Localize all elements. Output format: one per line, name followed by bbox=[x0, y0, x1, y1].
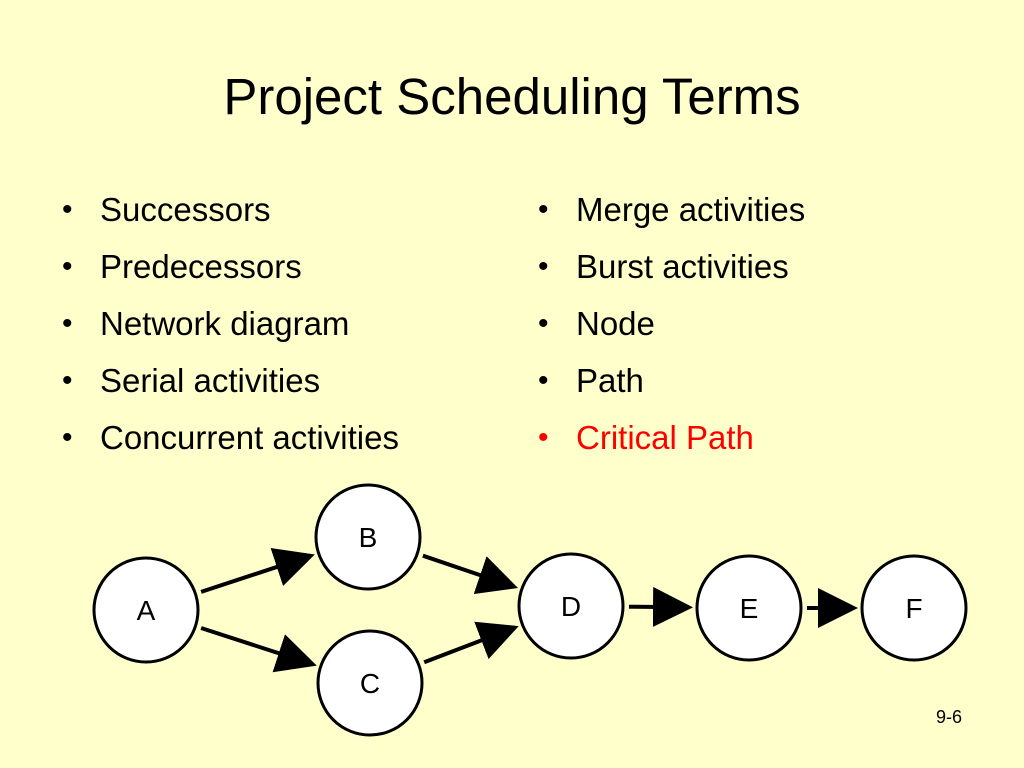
node-d: D bbox=[517, 552, 625, 660]
bullet-icon: • bbox=[538, 193, 549, 226]
bullet-text: Path bbox=[576, 362, 644, 399]
bullet-text: Node bbox=[576, 305, 655, 342]
bullet-icon: • bbox=[62, 193, 73, 226]
edge-c-to-d bbox=[423, 621, 519, 665]
node-d-label: D bbox=[561, 591, 581, 622]
bullet-text: Successors bbox=[100, 191, 271, 228]
slide-page-number: 9-6 bbox=[935, 707, 962, 727]
node-a-label: A bbox=[137, 595, 156, 626]
node-b: B bbox=[314, 483, 422, 591]
bullet-item-serial-activities: • Serial activities bbox=[62, 355, 399, 412]
bullet-item-concurrent-activities: • Concurrent activities bbox=[62, 412, 399, 469]
bullet-item-predecessors: • Predecessors bbox=[62, 241, 399, 298]
bullet-item-node: • Node bbox=[538, 298, 805, 355]
slide-title: Project Scheduling Terms bbox=[223, 68, 801, 125]
node-f: F bbox=[860, 554, 968, 662]
bullet-item-merge-activities: • Merge activities bbox=[538, 184, 805, 241]
bullet-icon: • bbox=[538, 421, 549, 454]
bullet-item-path: • Path bbox=[538, 355, 805, 412]
bullet-item-network-diagram: • Network diagram bbox=[62, 298, 399, 355]
bullet-text: Critical Path bbox=[576, 419, 754, 456]
right-bullet-list: • Merge activities • Burst activities • … bbox=[538, 184, 805, 469]
bullet-text: Network diagram bbox=[100, 305, 350, 342]
bullet-text: Serial activities bbox=[100, 362, 321, 399]
left-bullet-list: • Successors • Predecessors • Network di… bbox=[62, 184, 399, 469]
bullet-icon: • bbox=[62, 421, 73, 454]
edge-d-to-e bbox=[628, 586, 693, 627]
node-c: C bbox=[316, 629, 424, 737]
edge-a-to-c bbox=[200, 626, 317, 673]
node-a: A bbox=[92, 556, 200, 664]
node-e-label: E bbox=[740, 593, 759, 624]
bullet-item-burst-activities: • Burst activities bbox=[538, 241, 805, 298]
bullet-icon: • bbox=[538, 307, 549, 340]
bullet-text: Burst activities bbox=[576, 248, 789, 285]
edge-b-to-d bbox=[422, 553, 518, 595]
bullet-item-successors: • Successors bbox=[62, 184, 399, 241]
bullet-text: Concurrent activities bbox=[100, 419, 399, 456]
bullet-icon: • bbox=[538, 250, 549, 283]
bullet-icon: • bbox=[538, 364, 549, 397]
bullet-text: Merge activities bbox=[576, 191, 806, 228]
bullet-icon: • bbox=[62, 250, 73, 283]
bullet-icon: • bbox=[62, 364, 73, 397]
node-e: E bbox=[695, 554, 803, 662]
bullet-text: Predecessors bbox=[100, 248, 302, 285]
node-f-label: F bbox=[905, 593, 922, 624]
edge-a-to-b bbox=[200, 547, 315, 594]
node-c-label: C bbox=[360, 668, 380, 699]
bullet-icon: • bbox=[62, 307, 73, 340]
node-b-label: B bbox=[359, 522, 378, 553]
bullet-item-critical-path: • Critical Path bbox=[538, 412, 805, 469]
